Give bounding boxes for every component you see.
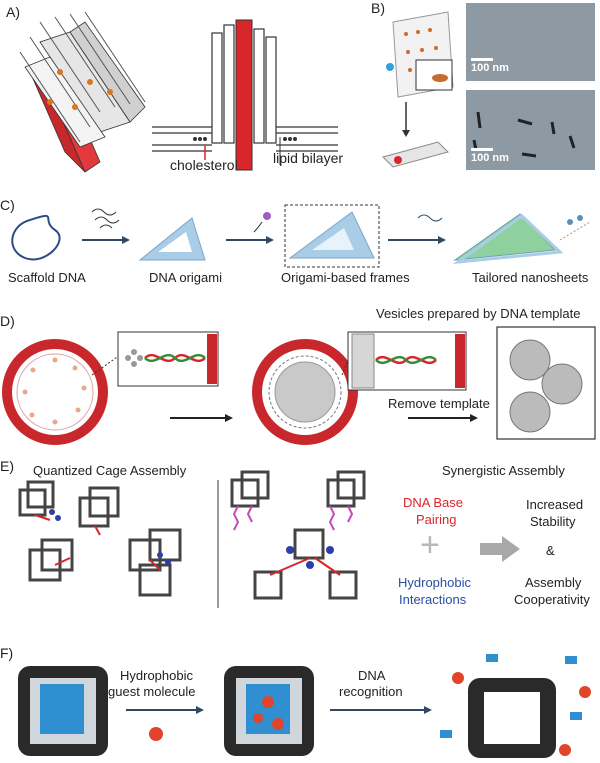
panel-a-letter: A) bbox=[6, 4, 20, 20]
vesicles-title: Vesicles prepared by DNA template bbox=[376, 306, 581, 321]
result-cooperativity: Cooperativity bbox=[514, 592, 590, 607]
dna-base-pairing-line1: DNA Base bbox=[403, 495, 463, 510]
tailored-nanosheets-label: Tailored nanosheets bbox=[472, 270, 589, 285]
quantized-cage-title: Quantized Cage Assembly bbox=[33, 463, 187, 478]
synergy-arrow bbox=[480, 536, 520, 562]
membrane-origami-schematic bbox=[382, 11, 454, 168]
dna-bundle-3d-illustration bbox=[19, 11, 146, 173]
result-stability: Stability bbox=[530, 514, 576, 529]
origami-flow-diagram bbox=[11, 204, 591, 268]
hydrophobic-line1: Hydrophobic bbox=[398, 575, 471, 590]
guest-line2: guest molecule bbox=[108, 684, 196, 699]
panel-b-letter: B) bbox=[371, 0, 385, 16]
recognition-line1: DNA bbox=[358, 668, 386, 683]
tem-image-top bbox=[466, 3, 595, 81]
scale-bar-top: 100 nm bbox=[471, 58, 509, 74]
hydrophobic-line2: Interactions bbox=[399, 592, 467, 607]
panel-c-letter: C) bbox=[0, 197, 15, 213]
panel-f-letter: F) bbox=[0, 645, 14, 661]
result-increased: Increased bbox=[526, 497, 584, 512]
lipid-bilayer-label: lipid bilayer bbox=[273, 150, 344, 166]
remove-template-label: Remove template bbox=[388, 396, 490, 411]
scaffold-dna-label: Scaffold DNA bbox=[8, 270, 86, 285]
result-ampersand: & bbox=[546, 543, 555, 558]
plus-sign: + bbox=[420, 526, 440, 564]
cholesterol-label: cholesterol bbox=[170, 157, 238, 173]
recognition-line2: recognition bbox=[339, 684, 403, 699]
cage-assembly-diagram bbox=[18, 470, 366, 608]
result-assembly: Assembly bbox=[525, 575, 582, 590]
vesicle-template-diagram bbox=[2, 326, 596, 445]
nanopore-bilayer-schematic bbox=[152, 19, 338, 171]
guest-line1: Hydrophobic bbox=[120, 668, 193, 683]
synergistic-title: Synergistic Assembly bbox=[442, 463, 565, 478]
panel-d-letter: D) bbox=[0, 313, 15, 329]
scale-bar-bottom: 100 nm bbox=[471, 148, 509, 164]
dna-base-pairing-line2: Pairing bbox=[416, 512, 457, 527]
guest-cage-diagram bbox=[18, 654, 591, 758]
dna-origami-label: DNA origami bbox=[149, 270, 222, 285]
panel-e-letter: E) bbox=[0, 458, 14, 474]
origami-frames-label: Origami-based frames bbox=[281, 270, 410, 285]
